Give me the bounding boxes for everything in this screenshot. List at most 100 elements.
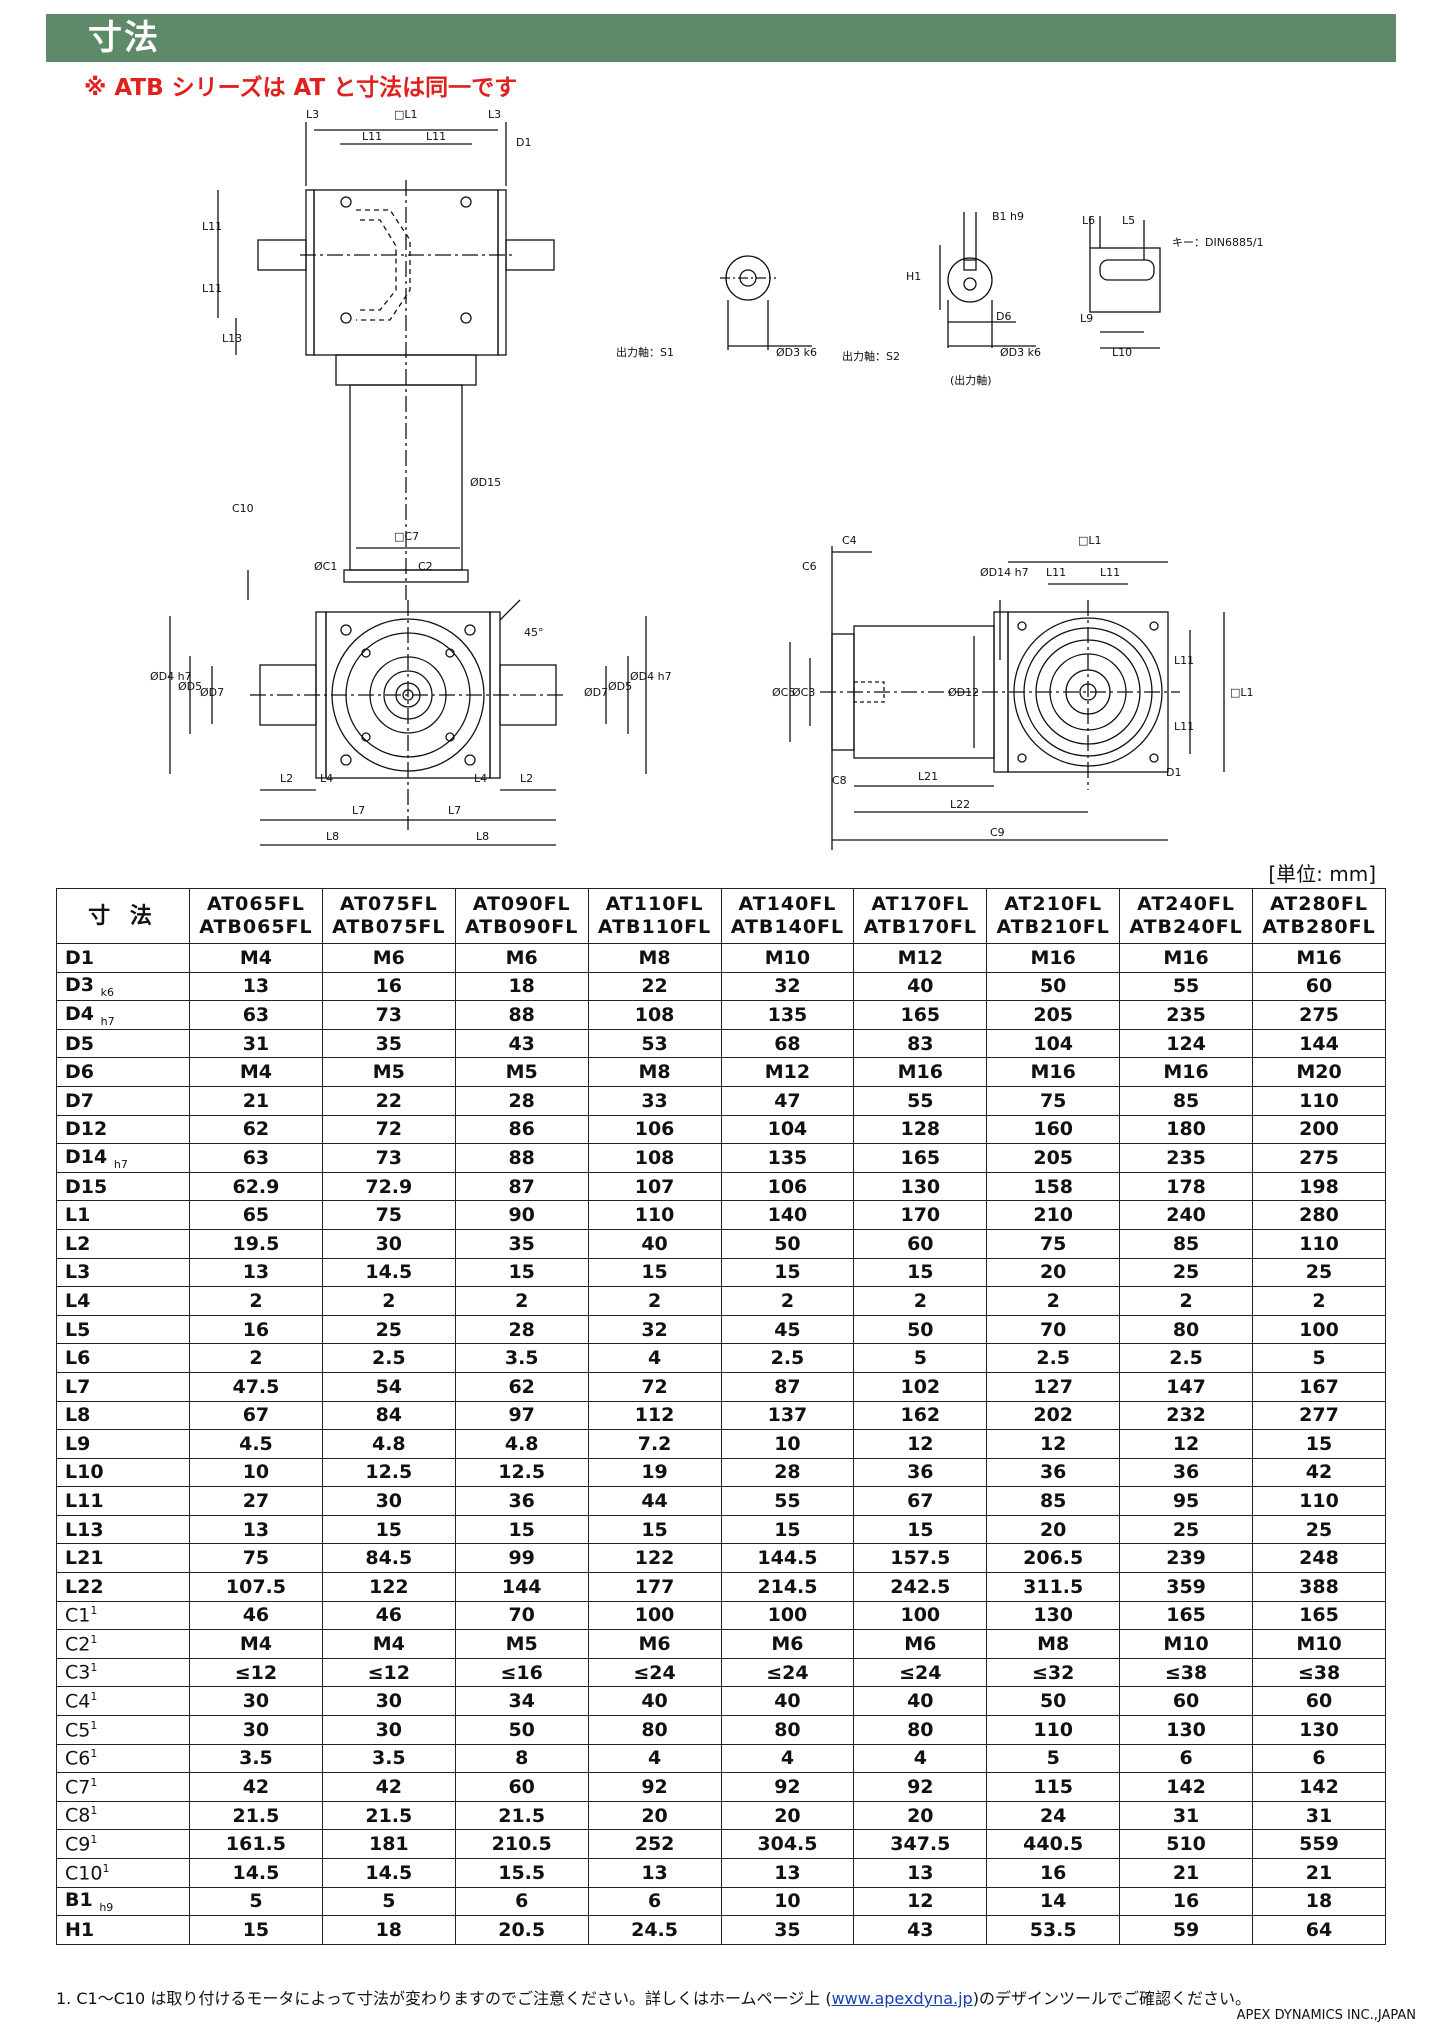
table-cell: 13	[720, 1858, 855, 1888]
table-cell: 50	[454, 1715, 589, 1745]
table-cell: M4	[189, 1629, 323, 1659]
table-cell: 2	[189, 1286, 323, 1316]
row-label: C91	[56, 1829, 190, 1859]
table-cell: 144	[454, 1572, 589, 1602]
table-cell: ≤24	[853, 1657, 988, 1688]
table-cell: 85	[986, 1486, 1121, 1516]
table-cell: 147	[1119, 1371, 1253, 1402]
row-label: L6	[56, 1343, 190, 1373]
table-cell: 36	[454, 1486, 589, 1516]
table-cell: 87	[454, 1171, 589, 1202]
lbl-s1-2: ØD3 k6	[776, 346, 817, 359]
table-cell: 40	[587, 1686, 722, 1717]
lbl-side-16: L22	[950, 798, 970, 811]
table-cell: M10	[720, 943, 855, 973]
table-cell: 130	[1119, 1715, 1253, 1745]
table-cell: 13	[189, 1257, 323, 1288]
table-cell: 206.5	[986, 1543, 1121, 1574]
table-cell: 70	[454, 1600, 589, 1631]
footnote: 1. C1～C10 は取り付けるモータによって寸法が変わりますのでご注意ください…	[56, 1985, 1251, 2009]
lbl-side-9: ØD12	[948, 686, 979, 699]
table-cell: 140	[720, 1200, 855, 1230]
table-cell: 4	[587, 1343, 722, 1373]
row-label-text: L13	[65, 1518, 104, 1541]
table-cell: 181	[321, 1829, 456, 1859]
row-label: L3	[56, 1257, 190, 1288]
table-cell: 67	[189, 1400, 323, 1431]
table-cell: 13	[189, 971, 323, 1002]
row-label-footnote-mark: 1	[90, 1632, 98, 1646]
dimension-drawings: L3 □L1 L3 L11 L11 D1 L11 L11 L13 ØD15 C1…	[150, 108, 1264, 850]
row-label-text: C2	[65, 1633, 91, 1656]
table-cell: M6	[321, 943, 456, 973]
lbl-top-4: L11	[362, 130, 382, 143]
table-cell: 21.5	[321, 1800, 456, 1831]
table-cell: 104	[720, 1114, 855, 1145]
table-cell: 14.5	[321, 1858, 456, 1888]
table-cell: 31	[1119, 1800, 1253, 1831]
lbl-side-12: □L1	[1230, 686, 1254, 699]
lbl-front-1: □C7	[394, 530, 419, 543]
table-cell: 84.5	[321, 1543, 456, 1574]
table-cell: 40	[853, 971, 988, 1002]
lbl-front-15: L7	[352, 804, 365, 817]
table-cell: 5	[986, 1743, 1121, 1774]
table-cell: 47.5	[189, 1371, 323, 1402]
table-cell: 25	[1252, 1257, 1386, 1288]
table-cell: 33	[587, 1085, 722, 1116]
table-cell: 13	[853, 1858, 988, 1888]
lbl-front-9: ØD5	[608, 680, 632, 693]
table-cell: M6	[720, 1629, 855, 1659]
lbl-front-17: L8	[326, 830, 339, 843]
row-label-text: C10	[65, 1861, 103, 1884]
row-label-text: C5	[65, 1718, 91, 1741]
table-cell: 16	[1119, 1886, 1253, 1917]
table-cell: M12	[853, 943, 988, 973]
table-cell: 5	[189, 1886, 323, 1917]
table-cell: 44	[587, 1486, 722, 1516]
table-cell: 239	[1119, 1543, 1253, 1574]
row-label-tolerance: k6	[100, 985, 114, 999]
row-label: C41	[56, 1686, 190, 1717]
table-cell: 25	[321, 1314, 456, 1345]
website-link[interactable]: www.apexdyna.jp	[831, 1989, 973, 2008]
table-cell: 30	[321, 1486, 456, 1516]
lbl-front-10: ØD4 h7	[630, 670, 672, 683]
table-cell: M6	[853, 1629, 988, 1659]
table-cell: 170	[853, 1200, 988, 1230]
table-cell: 10	[189, 1457, 323, 1488]
table-cell: 252	[587, 1829, 722, 1859]
row-label: L1	[56, 1200, 190, 1230]
table-cell: 60	[1252, 971, 1386, 1002]
table-cell: 47	[720, 1085, 855, 1116]
lbl-top-5: L11	[426, 130, 446, 143]
lbl-s2-4: ØD3 k6	[1000, 346, 1041, 359]
table-cell: 50	[986, 971, 1121, 1002]
table-cell: 53.5	[986, 1915, 1121, 1945]
table-cell: 95	[1119, 1486, 1253, 1516]
table-cell: 4.8	[454, 1429, 589, 1459]
table-cell: M16	[1119, 943, 1253, 973]
row-label: L2	[56, 1228, 190, 1259]
table-cell: 60	[853, 1228, 988, 1259]
table-cell: 4.5	[189, 1429, 323, 1459]
lbl-top-8: L11	[202, 282, 222, 295]
table-cell: 210.5	[454, 1829, 589, 1859]
table-cell: 43	[454, 1028, 589, 1059]
table-cell: M12	[720, 1057, 855, 1087]
lbl-front-2: ØC1	[314, 560, 337, 573]
table-cell: 62.9	[189, 1171, 323, 1202]
table-cell: 62	[454, 1371, 589, 1402]
lbl-key-3: キー：DIN6885/1	[1172, 236, 1264, 249]
lbl-s2-1: B1 h9	[992, 210, 1024, 223]
table-cell: 124	[1119, 1028, 1253, 1059]
row-label: C21	[56, 1629, 190, 1659]
table-cell: 6	[1119, 1743, 1253, 1774]
lbl-key-2: L5	[1122, 214, 1135, 227]
